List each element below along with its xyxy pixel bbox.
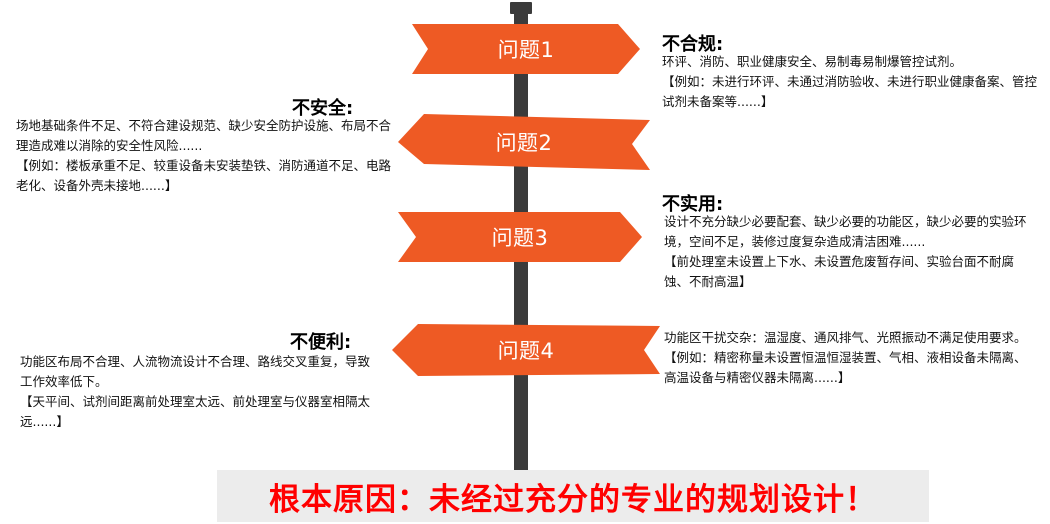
sign-label: 问题4 xyxy=(497,339,555,363)
sign-problem-2: 问题2 xyxy=(398,114,650,170)
note-description: 环评、消防、职业健康安全、易制毒易制爆管控试剂。 xyxy=(662,54,963,69)
note-description: 功能区布局不合理、人流物流设计不合理、路线交叉重复，导致工作效率低下。 xyxy=(20,354,371,389)
note-example: 【例如：楼板承重不足、较重设备未安装垫铁、消防通道不足、电路老化、设备外壳未接地… xyxy=(16,158,392,193)
sign-label: 问题2 xyxy=(495,131,553,155)
sign-arrow-right-shape xyxy=(398,212,642,262)
note-title-inconvenient: 不便利: xyxy=(290,332,352,353)
sign-arrow-left-shape xyxy=(392,324,660,376)
note-description: 设计不充分缺少必要配套、缺少必要的功能区，缺少必要的实验环境，空间不足，装修过度… xyxy=(664,214,1027,249)
note-impractical: 设计不充分缺少必要配套、缺少必要的功能区，缺少必要的实验环境，空间不足，装修过度… xyxy=(664,212,1036,292)
note-description: 功能区干扰交杂：温湿度、通风排气、光照振动不满足使用要求。 xyxy=(664,330,1027,345)
note-example: 【天平间、试剂间距离前处理室太远、前处理室与仪器室相隔太远......】 xyxy=(20,394,371,429)
sign-arrow-right-shape xyxy=(412,24,640,74)
note-non-compliant: 环评、消防、职业健康安全、易制毒易制爆管控试剂。 【例如：未进行环评、未通过消防… xyxy=(662,52,1042,112)
note-example: 【例如：未进行环评、未通过消防验收、未进行职业健康备案、管控试剂未备案等....… xyxy=(662,74,1038,109)
sign-arrow-left-shape xyxy=(398,114,650,170)
sign-problem-4: 问题4 xyxy=(392,324,660,376)
note-description: 场地基础条件不足、不符合建设规范、缺少安全防护设施、布局不合理造成难以消除的安全… xyxy=(16,118,392,153)
note-unsafe: 场地基础条件不足、不符合建设规范、缺少安全防护设施、布局不合理造成难以消除的安全… xyxy=(16,116,396,196)
note-title-unsafe: 不安全: xyxy=(292,98,354,119)
root-cause-banner: 根本原因：未经过充分的专业的规划设计！ xyxy=(217,470,929,522)
sign-label: 问题1 xyxy=(497,38,555,62)
root-cause-text: 根本原因：未经过充分的专业的规划设计！ xyxy=(269,481,877,518)
note-title-non-compliant: 不合规: xyxy=(662,34,724,55)
note-title-impractical: 不实用: xyxy=(662,194,724,215)
note-example: 【前处理室未设置上下水、未设置危废暂存间、实验台面不耐腐蚀、不耐高温】 xyxy=(664,254,1015,289)
note-inconvenient: 功能区布局不合理、人流物流设计不合理、路线交叉重复，导致工作效率低下。 【天平间… xyxy=(20,352,382,432)
note-interference: 功能区干扰交杂：温湿度、通风排气、光照振动不满足使用要求。 【例如：精密称量未设… xyxy=(664,328,1036,388)
note-example: 【例如：精密称量未设置恒温恒湿装置、气相、液相设备未隔离、高温设备与精密仪器未隔… xyxy=(664,350,1027,385)
sign-label: 问题3 xyxy=(491,226,549,250)
sign-problem-3: 问题3 xyxy=(398,212,642,262)
sign-problem-1: 问题1 xyxy=(412,24,640,74)
